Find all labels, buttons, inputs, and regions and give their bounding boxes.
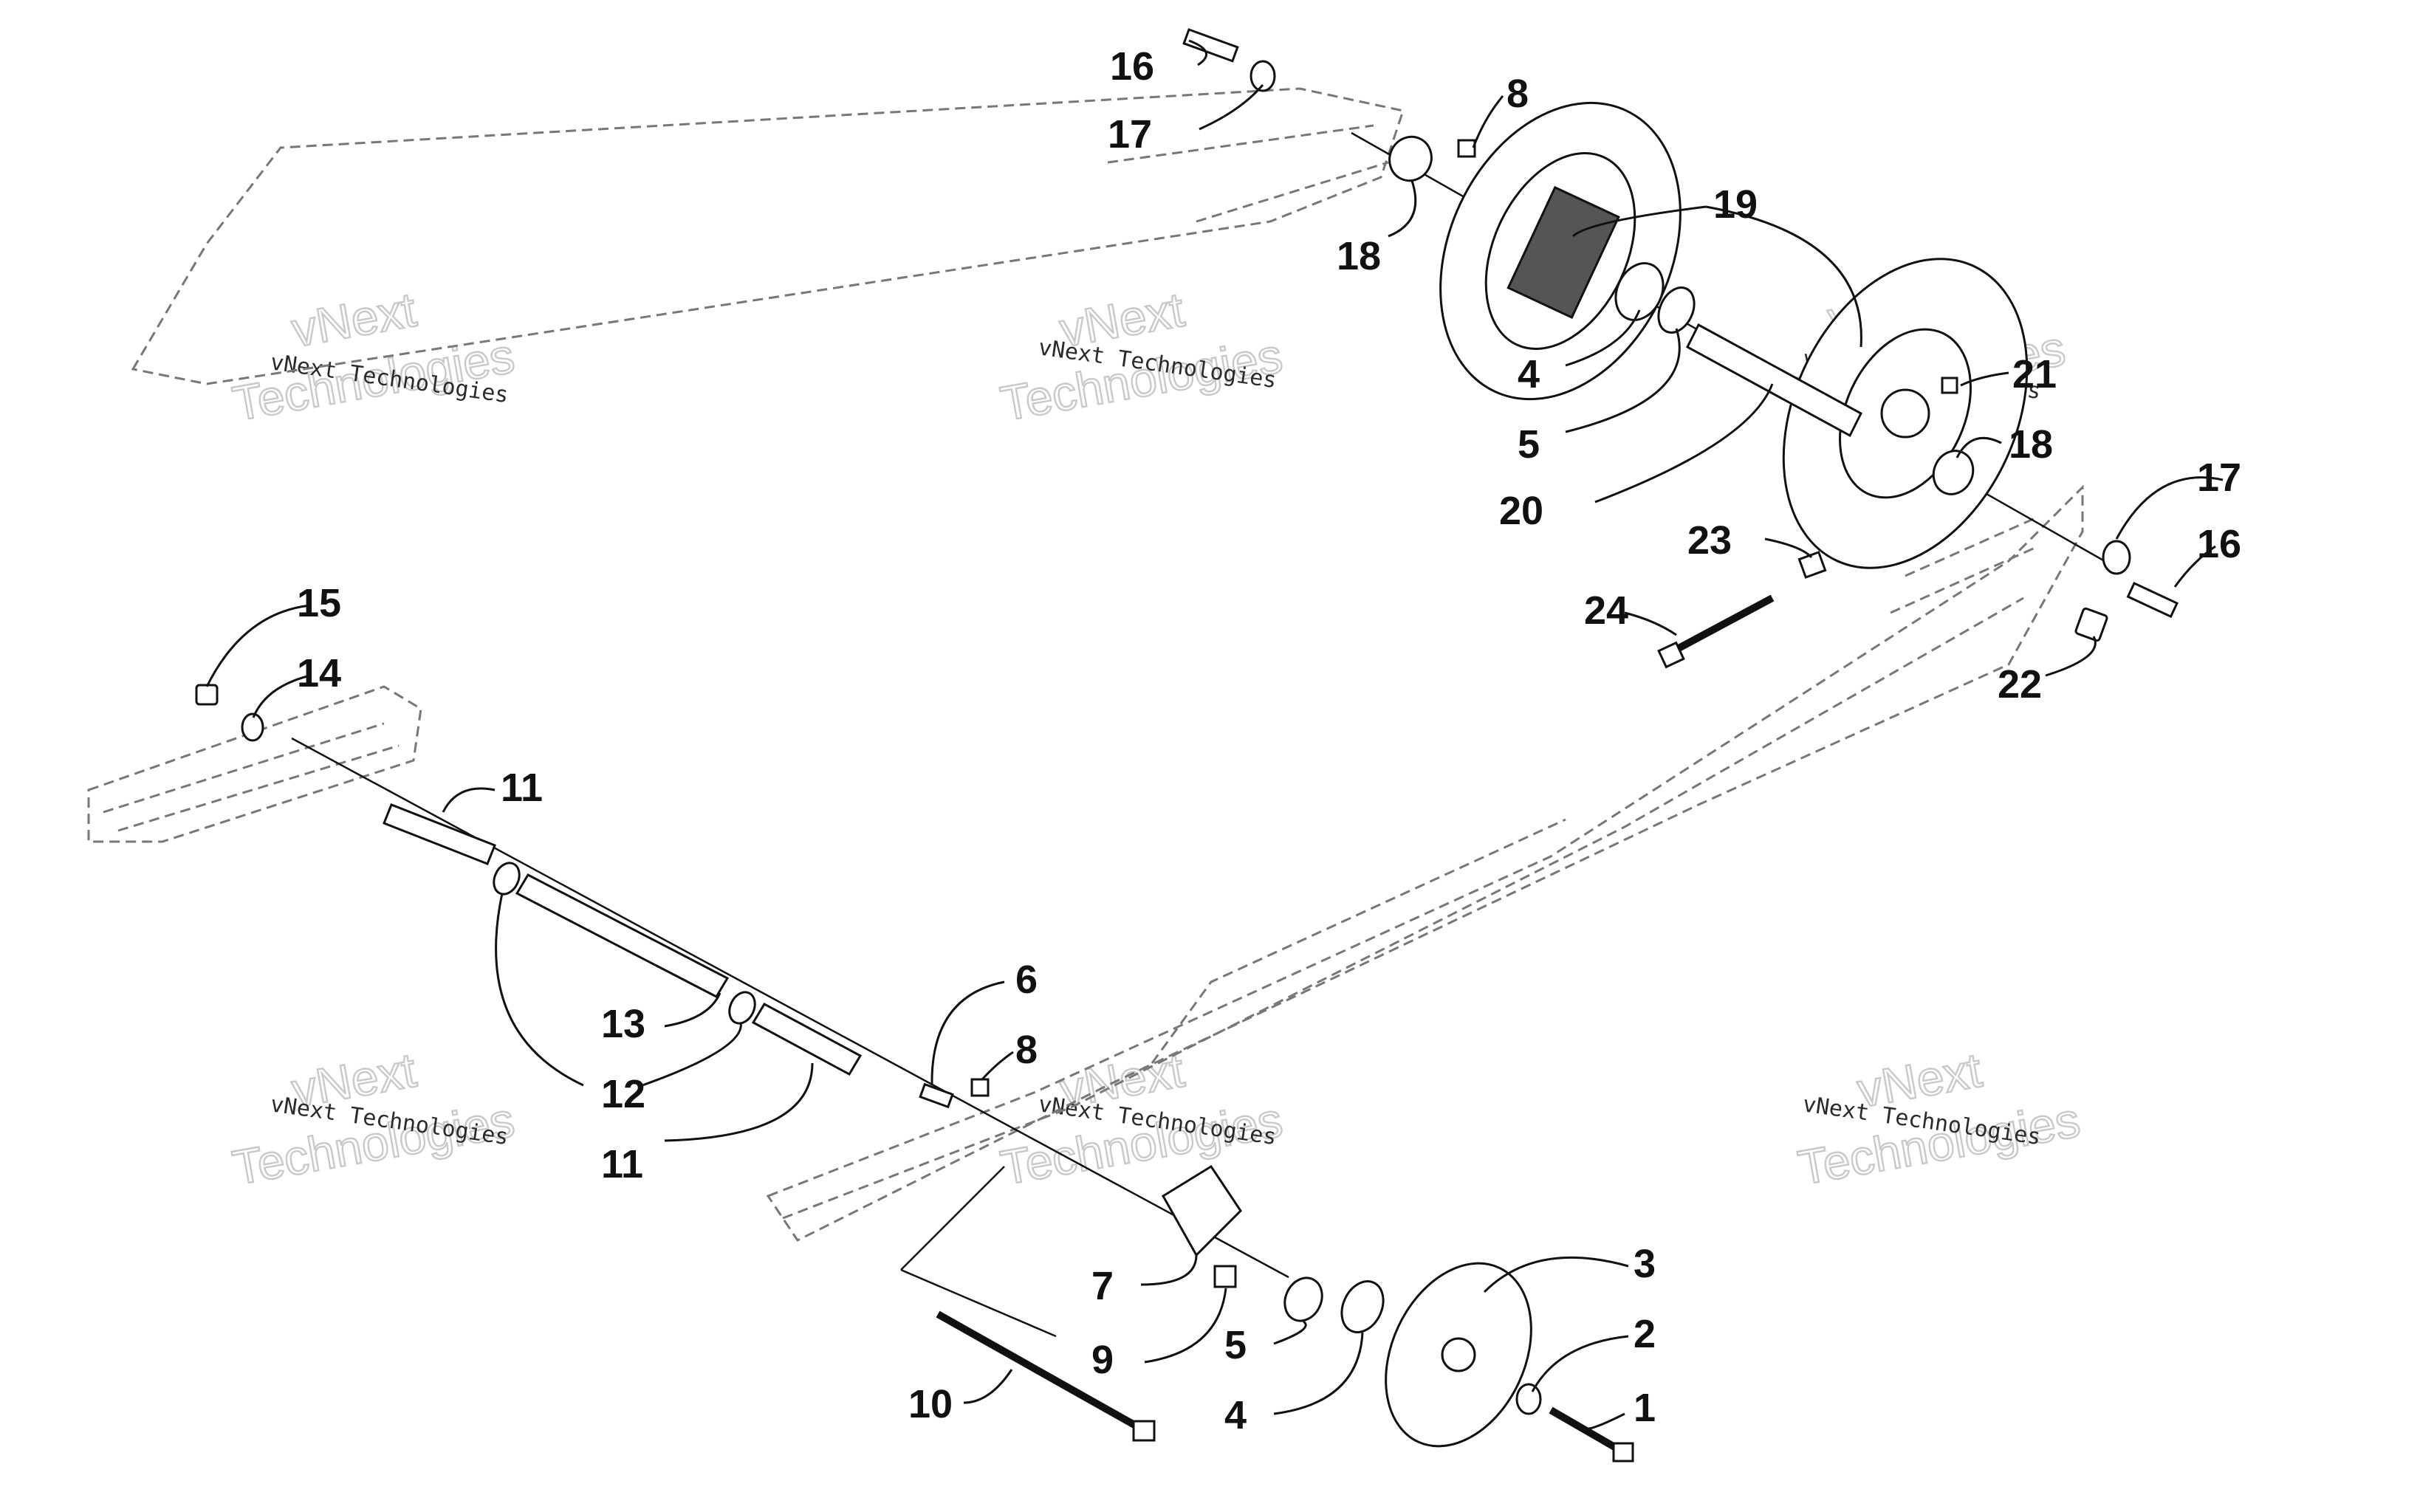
- rail-right-long: [766, 484, 2084, 1242]
- callout-5-upper: 5: [1518, 422, 1540, 467]
- rail-left-short: [87, 685, 422, 843]
- bolt-24: [1657, 594, 1775, 669]
- shaft-20: [1686, 323, 1862, 438]
- washer-17-upper: [1250, 60, 1276, 92]
- watermark-top-left: vNext Technologies vNext Technologies: [227, 281, 519, 432]
- callout-20: 20: [1499, 489, 1543, 533]
- drive-sprocket-19: [1439, 101, 1682, 401]
- spacer-23: [1797, 551, 1827, 579]
- bolt-6: [919, 1082, 954, 1109]
- ring-5-upper: [1657, 286, 1696, 334]
- cap-18-upper: [1388, 135, 1433, 182]
- watermark-big-line1: vNext: [288, 282, 420, 357]
- bracket-7: [1161, 1164, 1242, 1257]
- idler-wheel-3: [1385, 1262, 1532, 1448]
- callout-5-lower: 5: [1224, 1323, 1247, 1367]
- nut-21: [1941, 377, 1958, 394]
- callout-23: 23: [1687, 518, 1732, 563]
- callout-16-upper: 16: [1110, 44, 1154, 89]
- nut-15: [195, 684, 219, 706]
- watermark-bottom-left: vNext Technologies vNext Technologies: [227, 1041, 519, 1196]
- callout-12: 12: [601, 1072, 645, 1116]
- washer-2: [1515, 1383, 1542, 1415]
- bearing-4-upper: [1614, 262, 1665, 321]
- washer-17-lower: [2102, 540, 2131, 575]
- callout-6: 6: [1015, 958, 1038, 1002]
- bolt-16-upper: [1182, 28, 1239, 63]
- ring-5-lower: [1283, 1276, 1323, 1322]
- callout-8-upper: 8: [1506, 72, 1529, 116]
- callout-14: 14: [297, 651, 341, 695]
- callout-2: 2: [1634, 1312, 1656, 1356]
- callout-4-upper: 4: [1518, 352, 1540, 396]
- callout-9: 9: [1091, 1338, 1114, 1382]
- callout-13: 13: [601, 1002, 645, 1046]
- drive-sprocket-19-right: [1782, 258, 2029, 569]
- callout-18-upper: 18: [1337, 234, 1381, 278]
- bearing-4-lower: [1340, 1280, 1385, 1333]
- callout-17-lower: 17: [2197, 456, 2241, 500]
- tube-13: [515, 873, 730, 998]
- callout-4-lower: 4: [1224, 1393, 1247, 1437]
- callout-22: 22: [1998, 662, 2042, 707]
- callout-18-lower: 18: [2009, 422, 2053, 467]
- bolt-16-lower: [2126, 582, 2179, 619]
- spacer-tube-11-upper: [383, 803, 496, 865]
- callout-10: 10: [908, 1382, 953, 1426]
- watermark-top-center: vNext Technologies vNext Technologies: [995, 281, 1287, 432]
- block-22: [2074, 607, 2108, 642]
- callout-24: 24: [1584, 588, 1628, 633]
- ring-12-lower: [728, 991, 756, 1025]
- bolt-1: [1549, 1406, 1634, 1463]
- watermark-bottom-right: vNext Technologies vNext Technologies: [1793, 1041, 2085, 1196]
- callout-11-upper: 11: [501, 766, 543, 810]
- ring-12-upper: [493, 862, 521, 896]
- callout-7: 7: [1091, 1264, 1114, 1308]
- callout-3: 3: [1634, 1242, 1656, 1286]
- rail-upper-left: [131, 87, 1405, 385]
- nut-8-lower: [970, 1078, 990, 1097]
- cap-18-lower: [1932, 450, 1975, 495]
- callout-1: 1: [1634, 1386, 1656, 1430]
- callout-19: 19: [1713, 182, 1758, 227]
- nut-8-upper: [1457, 139, 1476, 158]
- callout-21: 21: [2012, 352, 2057, 396]
- bolt-10: [936, 1310, 1156, 1442]
- callout-17-upper: 17: [1108, 112, 1152, 157]
- callout-labels: 16 17 8 18 19 4 5 20 21 18 17 16 23 24 2…: [297, 44, 2241, 1437]
- spacer-tube-11-lower: [751, 1003, 863, 1076]
- nut-9: [1213, 1265, 1237, 1288]
- callout-16-lower: 16: [2197, 522, 2241, 566]
- callout-8-lower: 8: [1015, 1028, 1038, 1072]
- leader-lines: [205, 39, 2224, 1430]
- washer-14: [241, 712, 264, 742]
- callout-15: 15: [297, 581, 341, 625]
- callout-11-lower: 11: [601, 1142, 643, 1186]
